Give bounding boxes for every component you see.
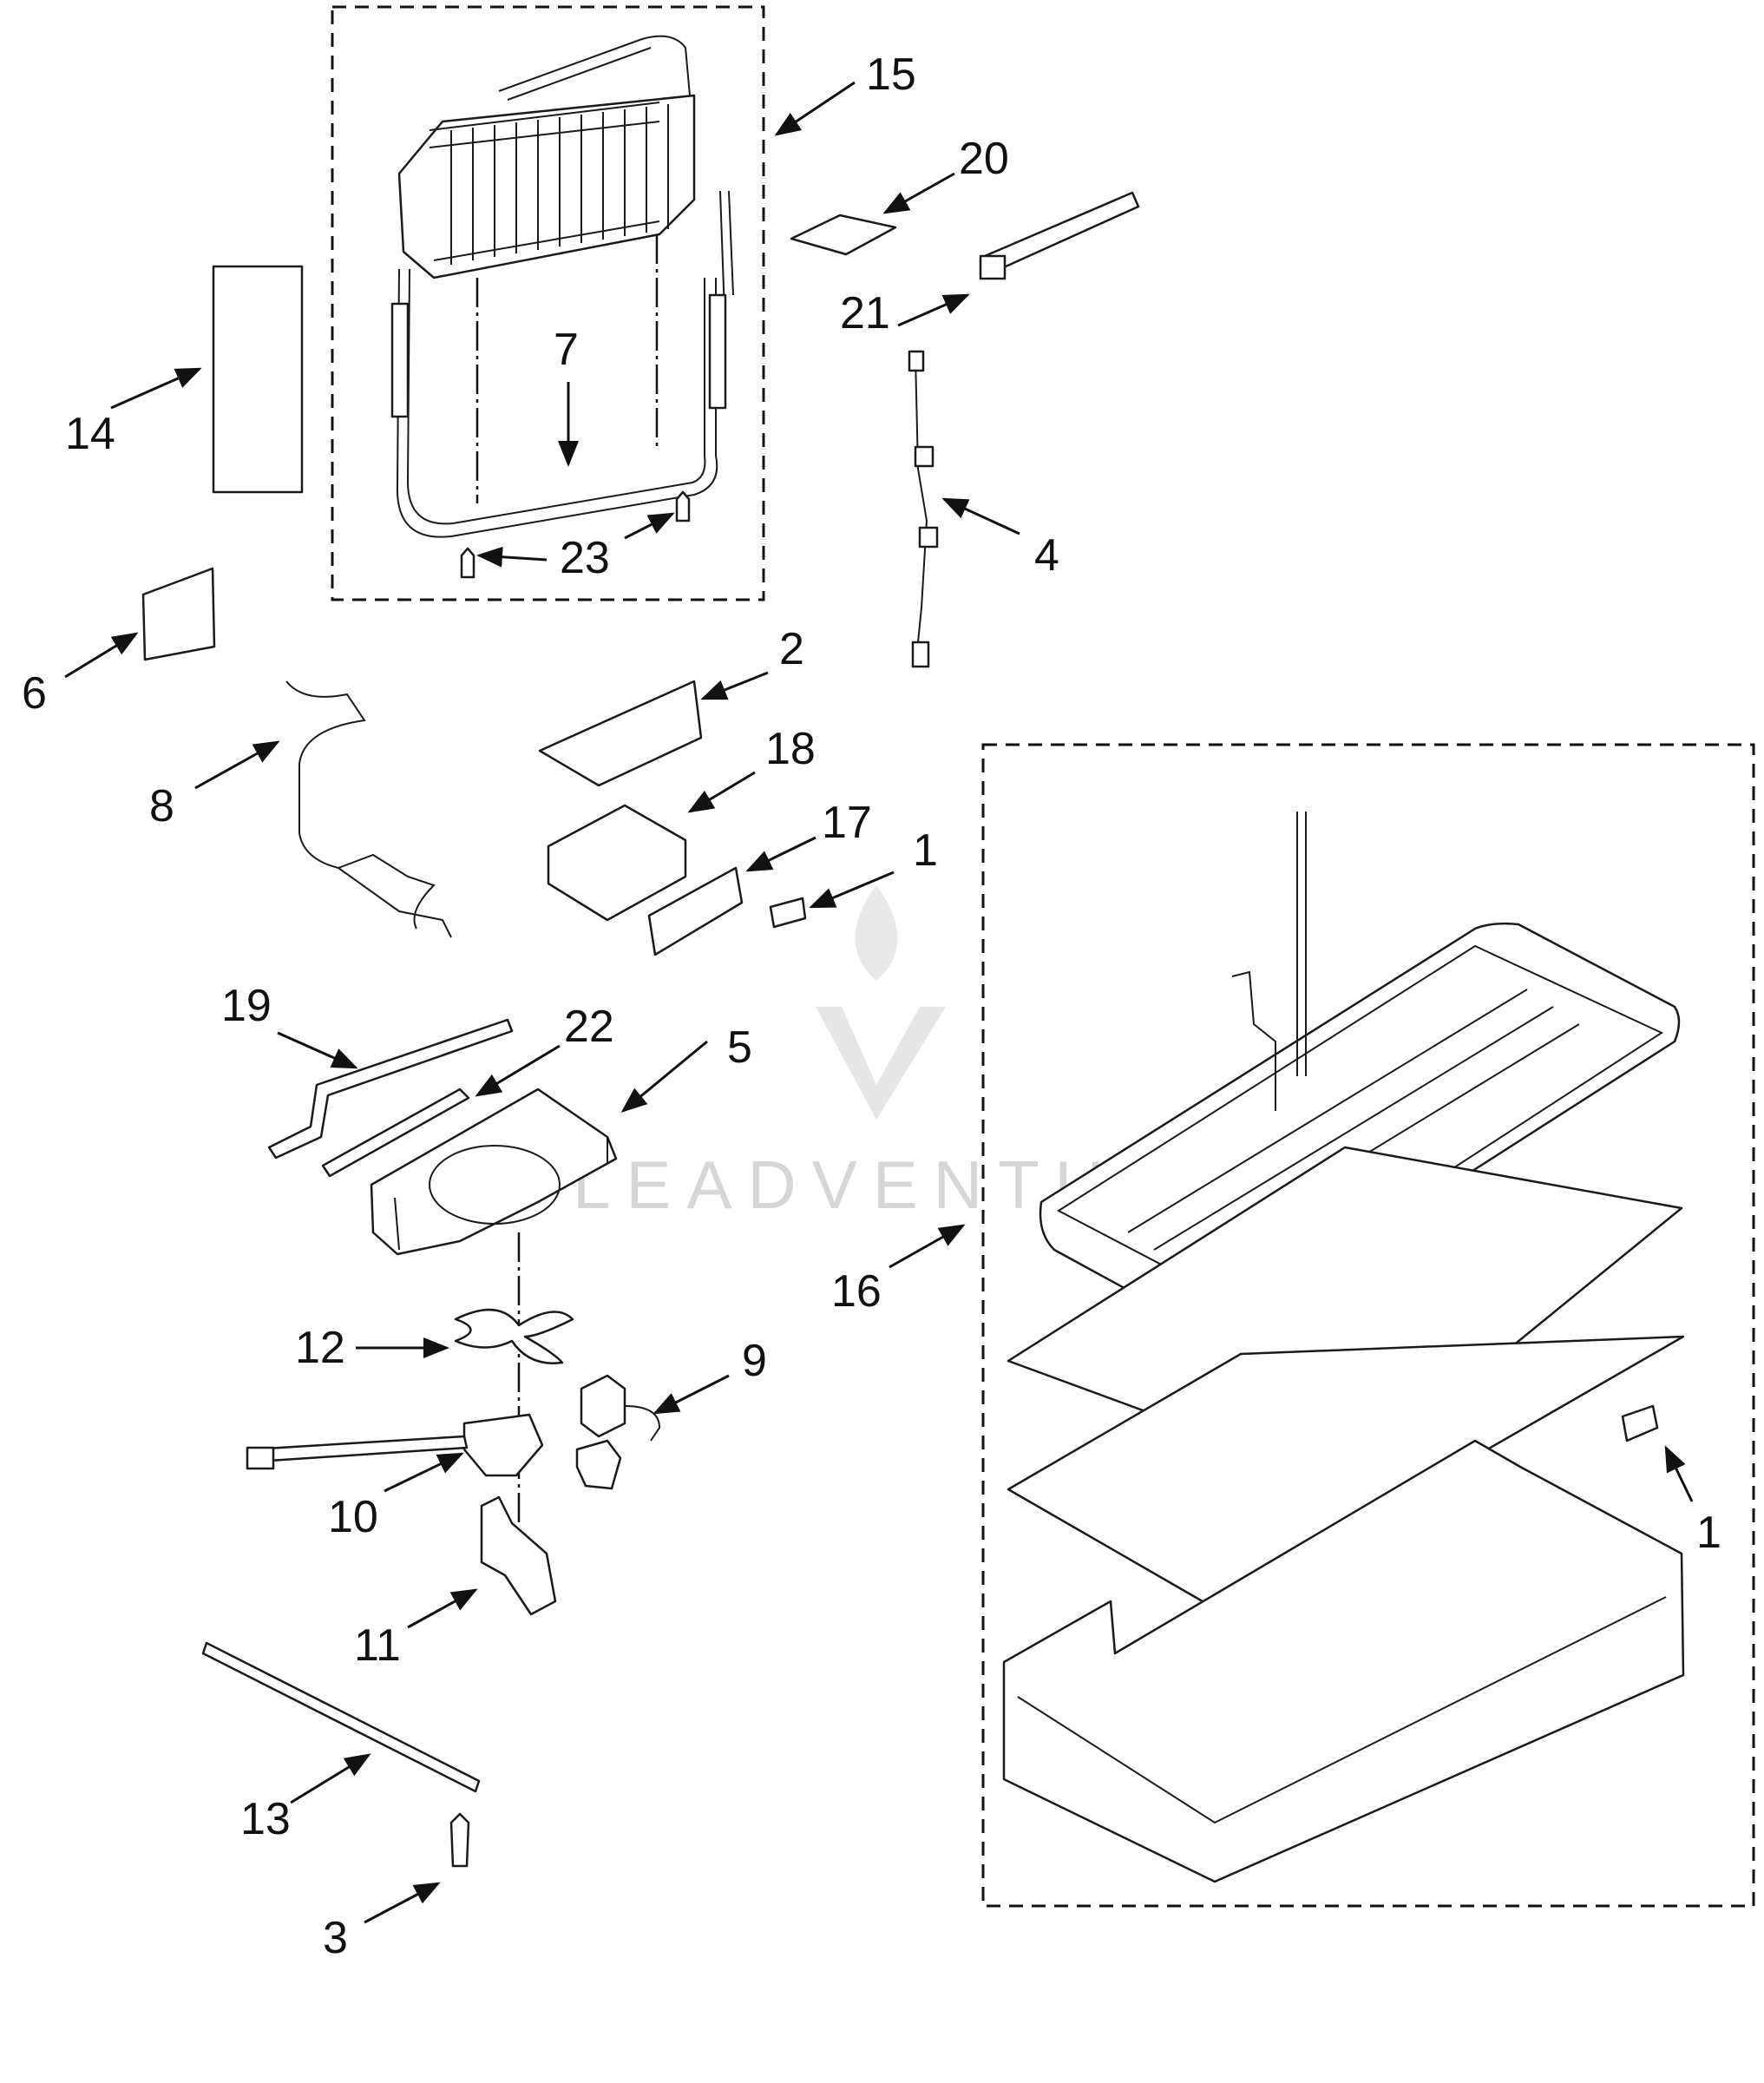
defrost-heater [390,268,727,538]
wire-shield [267,1018,514,1160]
arrow-1a [809,871,895,909]
callout-17: 17 [822,798,872,848]
callout-8: 8 [149,781,174,831]
arrow-16 [889,1224,966,1269]
arrow-18 [687,771,756,813]
fan-housing [370,1087,618,1256]
foam-pad [790,214,897,256]
arrow-10 [384,1452,464,1493]
motor-bracket [480,1495,557,1616]
arrow-21 [897,293,970,327]
arrow-20 [882,172,955,214]
control-bracket [547,804,687,922]
callout-19: 19 [221,981,272,1031]
pan-sheet [1007,1335,1685,1609]
evaporator-coil [397,35,734,313]
drain-pan-base [1002,1439,1685,1883]
gasket-strip [321,1087,470,1178]
arrow-14 [110,367,202,410]
insulation-block [141,567,216,661]
callout-9: 9 [742,1336,767,1386]
callout-21: 21 [840,288,890,338]
cable-tie [983,191,1140,273]
cable-tie-head [979,254,1007,280]
callout-7: 7 [554,325,579,375]
motor-mount [575,1439,622,1490]
callout-15: 15 [866,49,916,100]
callout-10: 10 [328,1492,378,1542]
arrow-13 [290,1753,371,1804]
screw [769,897,807,929]
callout-4: 4 [1034,530,1059,581]
drain-pan-assembly-group-box [981,743,1755,1908]
callout-labels: 15 20 21 7 14 23 4 6 2 8 18 17 1 19 22 5… [22,49,1721,1963]
motor-mount [580,1374,626,1438]
arrow-4 [941,497,1020,536]
callout-11: 11 [354,1620,401,1671]
callout-5: 5 [727,1022,752,1073]
callout-1b: 1 [1696,1508,1721,1558]
arrow-3 [364,1882,441,1924]
arrow-11 [407,1588,478,1629]
arrow-23a [476,546,548,568]
callout-6: 6 [22,668,47,719]
fan-blade [454,1308,574,1364]
motor-mount-tube [624,1405,661,1442]
drain-pan-edge [1017,1596,1667,1824]
heater-clip [675,490,691,522]
arrow-2 [700,671,769,700]
leader-arrows [64,81,1694,1924]
arrow-1b [1664,1445,1694,1502]
evaporator-assembly-group-box [331,5,765,601]
mounting-rail [201,1641,481,1793]
arrow-19 [277,1031,358,1069]
arrow-15 [774,81,856,136]
callout-22: 22 [564,1002,614,1052]
callout-20: 20 [959,134,1009,184]
callout-13: 13 [240,1794,291,1844]
thermistor [908,350,939,668]
arrow-17 [745,836,816,872]
callout-3: 3 [323,1913,348,1963]
insulation-panel [212,265,304,494]
arrow-22 [475,1044,561,1097]
arrow-6 [64,632,139,679]
callout-16: 16 [831,1266,882,1317]
callout-18: 18 [765,724,816,774]
arrow-8 [194,740,280,790]
callout-23: 23 [560,533,610,583]
callout-1a: 1 [913,825,938,876]
screw [449,1812,470,1868]
screw [1621,1404,1659,1442]
control-cover [538,680,703,787]
arrow-9 [652,1374,730,1415]
arrow-5 [620,1040,708,1113]
arrow-23b [624,512,675,540]
heater-clip [460,547,475,579]
callout-12: 12 [295,1323,345,1373]
fan-motor [246,1413,544,1477]
callout-14: 14 [65,409,115,459]
wire-harness [285,680,452,938]
callout-2: 2 [779,624,804,674]
bracket-plate [647,866,744,956]
